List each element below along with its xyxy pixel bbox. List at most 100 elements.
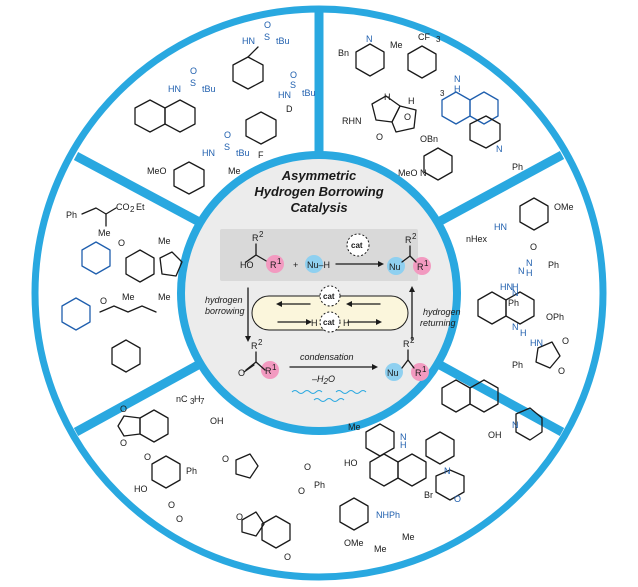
hydride-left: H [311, 318, 318, 328]
svg-text:3: 3 [190, 397, 195, 406]
svg-text:Me: Me [122, 292, 135, 302]
svg-text:Ph: Ph [548, 260, 559, 270]
svg-text:Br: Br [424, 490, 433, 500]
svg-text:Me: Me [228, 166, 241, 176]
divider-upper-left [73, 152, 221, 236]
svg-text:H: H [512, 282, 519, 292]
svg-text:O: O [224, 130, 231, 140]
imine-nu: Nu [387, 368, 399, 378]
segment-left: Ph CO 2 Et Me O Me O Me Me [61, 202, 183, 373]
divider-upper-right [417, 151, 565, 236]
svg-text:O: O [558, 366, 565, 376]
svg-text:OMe: OMe [554, 202, 574, 212]
nu-bubble [305, 255, 323, 273]
product-r2-sup: 2 [412, 232, 417, 241]
svg-text:N: N [420, 168, 427, 178]
svg-text:Ph: Ph [66, 210, 77, 220]
carbonyl-r2: R [251, 341, 258, 351]
svg-text:O: O [236, 512, 243, 522]
reactant-r1-sup: 1 [277, 257, 282, 266]
carbonyl-intermediate: O R 2 R 1 [238, 338, 279, 379]
r1-bubble [266, 255, 284, 273]
reactant-r2: R [252, 233, 259, 243]
imine-r1-sup: 1 [422, 365, 427, 374]
svg-text:H: H [384, 92, 391, 102]
imine-r1: R [415, 368, 422, 378]
svg-text:NHPh: NHPh [376, 510, 400, 520]
carbonyl-r1: R [265, 366, 272, 376]
svg-text:Me: Me [98, 228, 111, 238]
product-r1: R [417, 262, 424, 272]
svg-text:CF: CF [418, 32, 430, 42]
segment-top-right: Bn N Me CF 3 N H 3 RHN H O H O OBn MeO N… [338, 32, 523, 181]
plus-sign: + [293, 260, 298, 270]
title-line-1: Asymmetric [281, 168, 357, 183]
svg-text:MeO: MeO [147, 166, 167, 176]
svg-text:HO: HO [344, 458, 358, 468]
svg-text:Me: Me [158, 292, 171, 302]
svg-text:O: O [120, 404, 127, 414]
svg-text:O: O [176, 514, 183, 524]
svg-text:O: O [284, 552, 291, 562]
water-loss: –H2O [311, 374, 335, 386]
reaction-arrowhead [378, 261, 384, 267]
nucleophile: Nu–H [305, 255, 330, 273]
svg-text:7: 7 [200, 397, 205, 406]
svg-text:OH: OH [210, 416, 224, 426]
reactant-alcohol: HO R 2 R 1 [240, 230, 284, 273]
svg-text:N: N [518, 266, 525, 276]
svg-text:N: N [512, 420, 519, 430]
svg-text:O: O [454, 494, 461, 504]
segment-bottom: O O nC 3 H 7 OH O Ph HO O O O O Ph O O O [117, 394, 325, 562]
carbonyl-o: O [238, 368, 245, 378]
svg-text:H: H [454, 84, 461, 94]
imine-intermediate: Nu R 2 R 1 [385, 336, 429, 381]
reactant-r2-sup: 2 [259, 230, 264, 239]
svg-text:O: O [404, 112, 411, 122]
svg-text:S: S [190, 78, 196, 88]
catalyst-top-label: cat [351, 241, 363, 250]
svg-text:N: N [454, 74, 461, 84]
svg-text:HN: HN [242, 36, 255, 46]
svg-text:tBu: tBu [202, 84, 216, 94]
catalyst-cycle-lower: cat H H [311, 311, 350, 333]
svg-text:N: N [496, 144, 503, 154]
hydride-right: H [343, 318, 350, 328]
imine-r1-bubble [411, 363, 429, 381]
svg-text:Ph: Ph [508, 298, 519, 308]
svg-text:HN: HN [500, 282, 513, 292]
imine-nu-bubble [385, 363, 403, 381]
returning-label-2: returning [420, 318, 456, 328]
svg-text:Me: Me [374, 544, 387, 554]
title-line-3: Catalysis [290, 200, 347, 215]
svg-text:Ph: Ph [314, 480, 325, 490]
svg-text:HN: HN [278, 90, 291, 100]
svg-text:O: O [118, 238, 125, 248]
svg-text:OH: OH [488, 430, 502, 440]
divider-lower-right [417, 350, 565, 436]
carbonyl-r1-bubble [261, 361, 279, 379]
svg-text:O: O [290, 70, 297, 80]
borrowing-label-1: hydrogen [205, 295, 243, 305]
svg-text:3: 3 [440, 89, 445, 98]
svg-text:O: O [120, 438, 127, 448]
svg-text:H: H [520, 328, 527, 338]
product-r1-bubble [413, 257, 431, 275]
segment-right-upper: OMe HN nHex Ph O N N H HN Ph H N N H OPh… [466, 197, 574, 376]
svg-text:3: 3 [436, 35, 441, 44]
title-line-2: Hydrogen Borrowing [254, 184, 383, 199]
catalyst-top: cat [346, 233, 370, 257]
svg-text:O: O [376, 132, 383, 142]
svg-text:H: H [400, 440, 407, 450]
svg-text:Me: Me [348, 422, 361, 432]
svg-text:D: D [286, 104, 293, 114]
svg-text:CO: CO [116, 202, 130, 212]
svg-text:O: O [222, 454, 229, 464]
svg-text:O: O [144, 452, 151, 462]
svg-text:N: N [366, 34, 373, 44]
svg-text:Ph: Ph [512, 162, 523, 172]
borrowing-label-2: borrowing [205, 306, 245, 316]
svg-text:Ph: Ph [512, 360, 523, 370]
product-amine: Nu R 2 R 1 [387, 232, 431, 275]
